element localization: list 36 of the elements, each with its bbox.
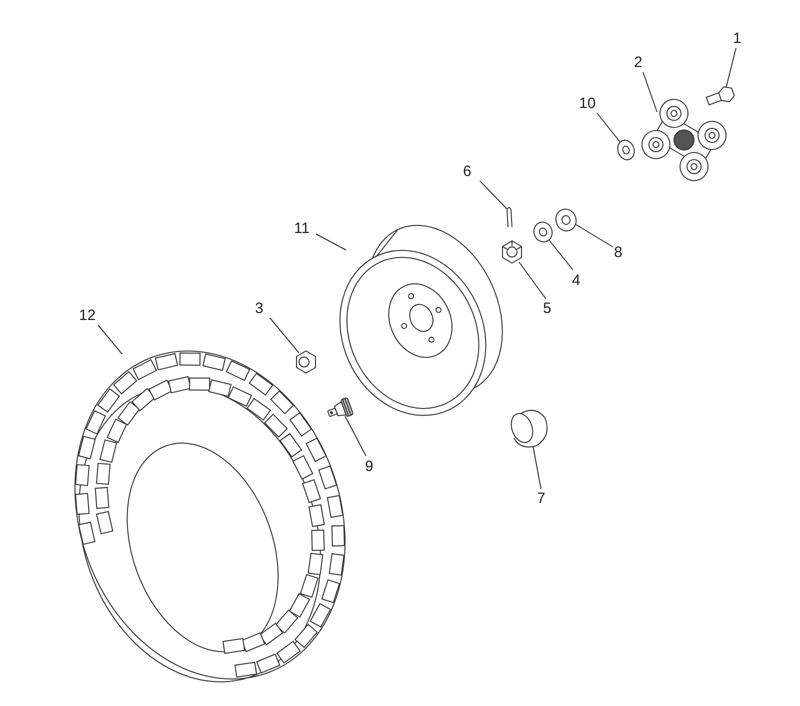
hub-cap-drawing bbox=[510, 410, 548, 448]
cotter-pin-drawing bbox=[506, 207, 512, 228]
callout-number: 6 bbox=[463, 163, 472, 180]
washer-drawing bbox=[533, 222, 553, 242]
leader-line bbox=[344, 416, 366, 456]
wheel-rim-drawing bbox=[339, 225, 503, 416]
leader-line bbox=[316, 234, 346, 250]
tire-drawing bbox=[74, 350, 346, 682]
leader-line bbox=[98, 324, 122, 354]
castle-nut-drawing bbox=[502, 240, 522, 264]
callout-number: 8 bbox=[614, 244, 622, 261]
lug-nut-drawing bbox=[296, 350, 316, 374]
leader-line bbox=[270, 318, 300, 354]
bolt-drawing bbox=[706, 86, 735, 106]
washer-drawing bbox=[555, 208, 577, 232]
leader-line bbox=[596, 112, 620, 142]
leader-line bbox=[642, 72, 658, 112]
hub-drawing bbox=[641, 98, 727, 182]
callout-number: 10 bbox=[579, 95, 596, 112]
leader-line bbox=[532, 446, 542, 490]
valve-stem-drawing bbox=[327, 396, 354, 418]
callout-number: 3 bbox=[255, 300, 264, 317]
callout-number: 5 bbox=[543, 300, 552, 317]
callout-number: 1 bbox=[733, 30, 742, 47]
leader-line bbox=[574, 224, 614, 248]
callout-number: 4 bbox=[572, 272, 580, 289]
callout-number: 11 bbox=[294, 220, 310, 237]
callout-number: 2 bbox=[634, 54, 642, 71]
leader-line bbox=[726, 48, 736, 88]
callout-number: 9 bbox=[365, 458, 374, 475]
leader-line bbox=[548, 240, 574, 270]
washer-drawing bbox=[617, 140, 635, 160]
callout-number: 7 bbox=[537, 490, 546, 507]
leader-line bbox=[480, 180, 508, 210]
callout-number: 12 bbox=[79, 307, 96, 324]
leader-line bbox=[518, 262, 546, 300]
